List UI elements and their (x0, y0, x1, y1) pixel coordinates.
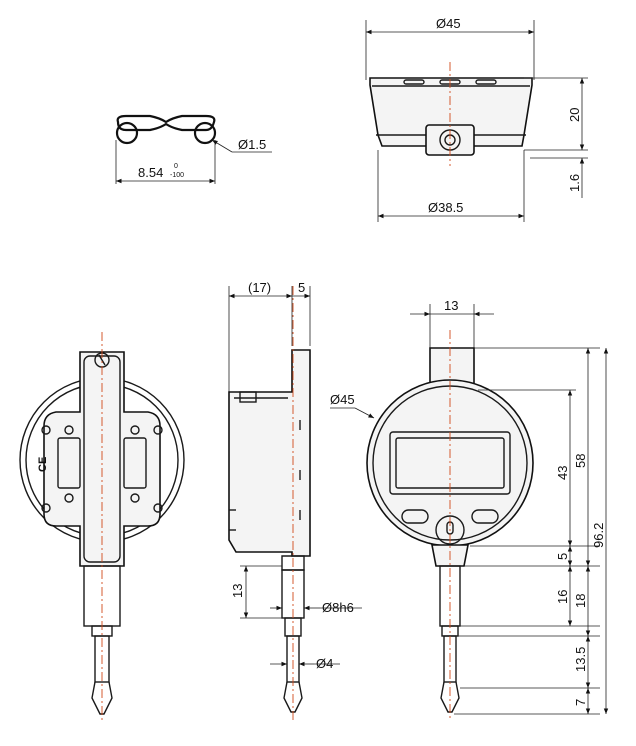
clip-detail: 8.54 0 -100 Ø1.5 (115, 114, 272, 184)
front-height-58: 58 (573, 454, 588, 468)
top-height-20: 20 (567, 108, 582, 122)
side-height-13: 13 (230, 584, 245, 598)
side-width-17: (17) (248, 280, 271, 295)
top-inner-diameter: Ø38.5 (428, 200, 463, 215)
front-height-43: 43 (555, 466, 570, 480)
side-width-5: 5 (298, 280, 305, 295)
front-height-16: 16 (555, 590, 570, 604)
top-outer-diameter: Ø45 (436, 16, 461, 31)
back-view: CE (19, 332, 185, 720)
stem-diameter-label: Ø8h6 (322, 600, 354, 615)
front-width-13: 13 (444, 298, 458, 313)
clip-width-label: 8.54 (138, 165, 163, 180)
clip-tol-upper: 0 (174, 163, 178, 170)
top-view: Ø45 20 1.6 Ø38.5 (365, 16, 588, 222)
front-height-7: 7 (573, 699, 588, 706)
front-height-5: 5 (555, 553, 570, 560)
side-view: (17) 5 13 Ø8h6 Ø4 (228, 280, 362, 720)
front-height-18: 18 (573, 594, 588, 608)
top-height-1-6: 1.6 (567, 174, 582, 192)
front-body-diameter: Ø45 (330, 392, 355, 407)
wire-diameter-label: Ø1.5 (238, 137, 266, 152)
front-view: 13 Ø45 43 5 16 58 (330, 298, 609, 720)
ce-mark-icon: CE (37, 457, 49, 472)
front-height-96-2: 96.2 (591, 523, 606, 548)
clip-tol-lower: -100 (170, 172, 184, 179)
front-height-13-5: 13.5 (573, 647, 588, 672)
tip-diameter-label: Ø4 (316, 656, 333, 671)
